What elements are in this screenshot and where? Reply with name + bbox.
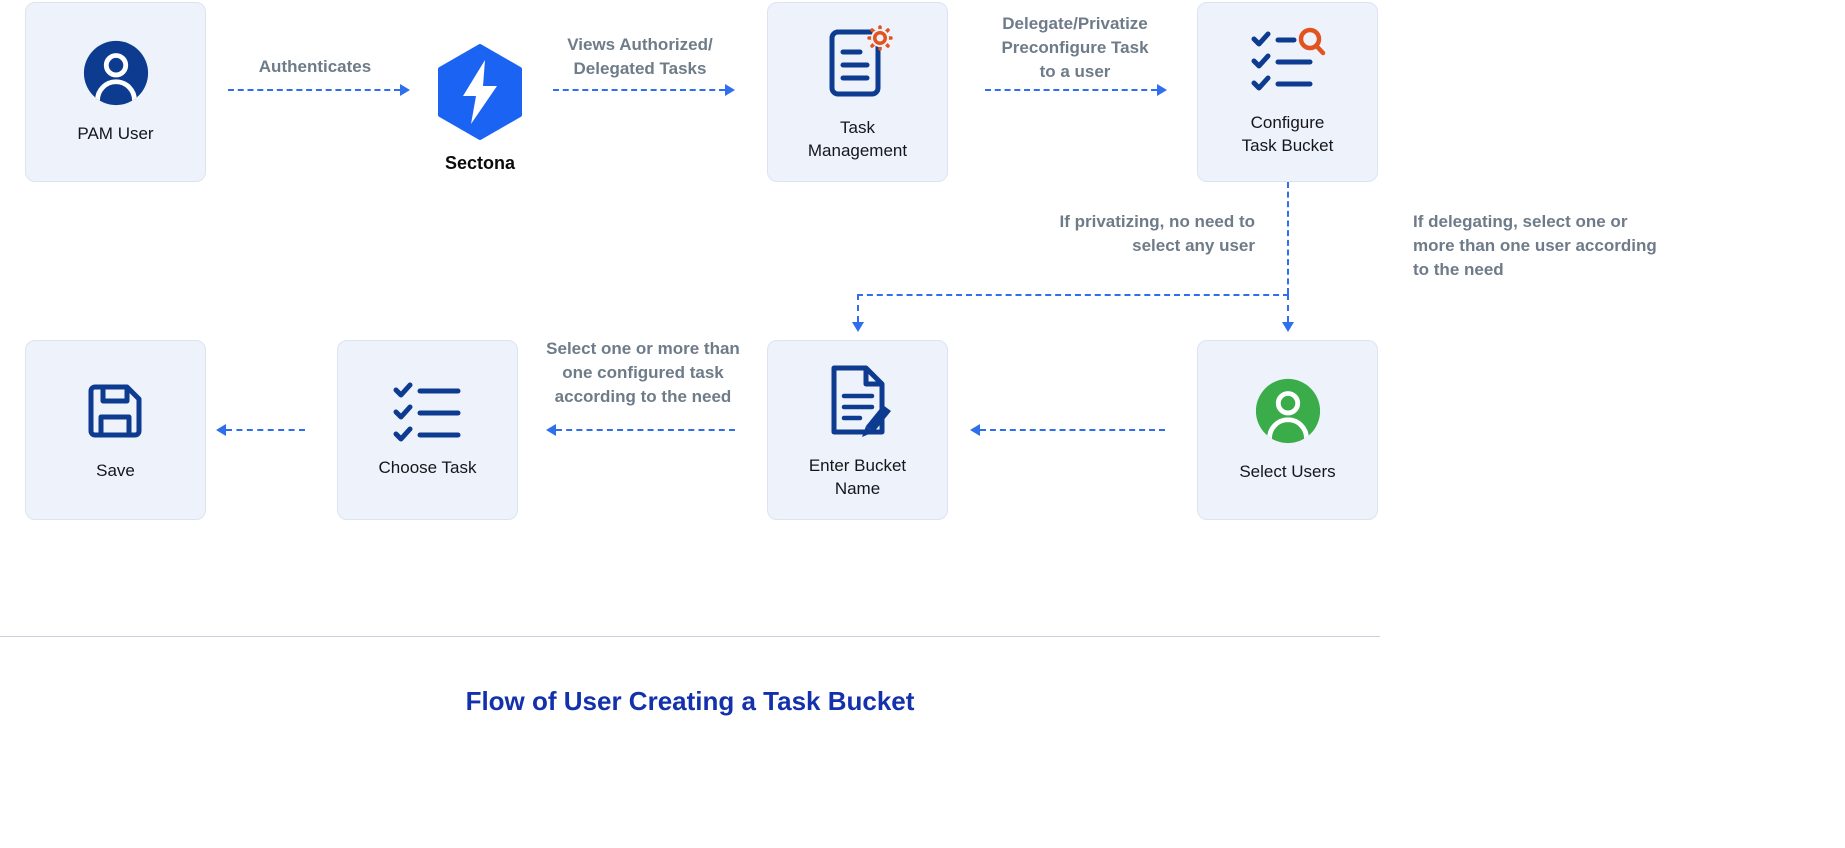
edge-selectusers-enterbucket-line xyxy=(980,429,1165,431)
divider xyxy=(0,636,1380,637)
edge-enterbucket-choosetask-arrowhead xyxy=(546,424,556,436)
title-wrap: Flow of User Creating a Task Bucket xyxy=(0,686,1380,717)
node-label-select-users: Select Users xyxy=(1239,462,1336,482)
edge-delegate-line xyxy=(985,89,1157,91)
node-task-management: Task Management xyxy=(767,2,948,182)
edge-authenticates-line xyxy=(228,89,400,91)
edge-selectusers-enterbucket-arrowhead xyxy=(970,424,980,436)
note-privatizing: If privatizing, no need to select any us… xyxy=(1059,212,1256,256)
node-select-users: Select Users xyxy=(1197,340,1378,520)
edge-views-tasks-line xyxy=(553,89,725,91)
edge-choosetask-save-arrowhead xyxy=(216,424,226,436)
node-label-sectona: Sectona xyxy=(444,153,516,173)
note-choose-task: Select one or more than one configured t… xyxy=(546,339,740,407)
node-enter-bucket-name: Enter Bucket Name xyxy=(767,340,948,520)
edge-enterbucket-choosetask-line xyxy=(556,429,735,431)
pam-user-icon xyxy=(81,38,151,108)
document-gear-icon xyxy=(820,22,896,102)
edge-authenticates-arrowhead xyxy=(400,84,410,96)
select-users-icon xyxy=(1253,376,1323,446)
connector-to-select-users-arrowhead xyxy=(1282,322,1294,332)
connector-to-select-users-line xyxy=(1287,294,1289,322)
node-pam-user: PAM User xyxy=(25,2,206,182)
edge-choosetask-save-line xyxy=(226,429,305,431)
node-label-choose-task: Choose Task xyxy=(378,458,477,478)
node-choose-task: Choose Task xyxy=(337,340,518,520)
connector-configure-down-line xyxy=(1287,182,1289,294)
connector-to-enter-bucket-line xyxy=(857,294,859,322)
note-delegating: If delegating, select one or more than o… xyxy=(1413,212,1657,280)
node-save: Save xyxy=(25,340,206,520)
node-sectona: Sectona xyxy=(437,44,523,174)
document-pencil-icon xyxy=(820,360,896,440)
node-label-configure-task-bucket: Configure Task Bucket xyxy=(1241,113,1334,155)
edge-views-tasks-arrowhead xyxy=(725,84,735,96)
node-label-task-management: Task Management xyxy=(807,118,908,160)
edge-label-authenticates: Authenticates xyxy=(258,57,372,76)
sectona-logo-icon xyxy=(437,44,523,140)
edge-label-delegate-privatize: Delegate/Privatize Preconfigure Task to … xyxy=(1001,14,1149,82)
node-label-enter-bucket-name: Enter Bucket Name xyxy=(808,456,907,498)
checklist-magnifier-icon xyxy=(1248,27,1328,97)
connector-to-enter-bucket-arrowhead xyxy=(852,322,864,332)
edge-delegate-arrowhead xyxy=(1157,84,1167,96)
node-configure-task-bucket: Configure Task Bucket xyxy=(1197,2,1378,182)
node-label-pam-user: PAM User xyxy=(77,124,154,144)
floppy-disk-icon xyxy=(82,377,150,445)
node-label-save: Save xyxy=(96,461,135,481)
checklist-icon xyxy=(392,380,464,442)
edge-label-views-tasks: Views Authorized/ Delegated Tasks xyxy=(567,35,713,79)
diagram-title: Flow of User Creating a Task Bucket xyxy=(465,686,915,716)
connector-branch-horizontal-line xyxy=(857,294,1289,296)
